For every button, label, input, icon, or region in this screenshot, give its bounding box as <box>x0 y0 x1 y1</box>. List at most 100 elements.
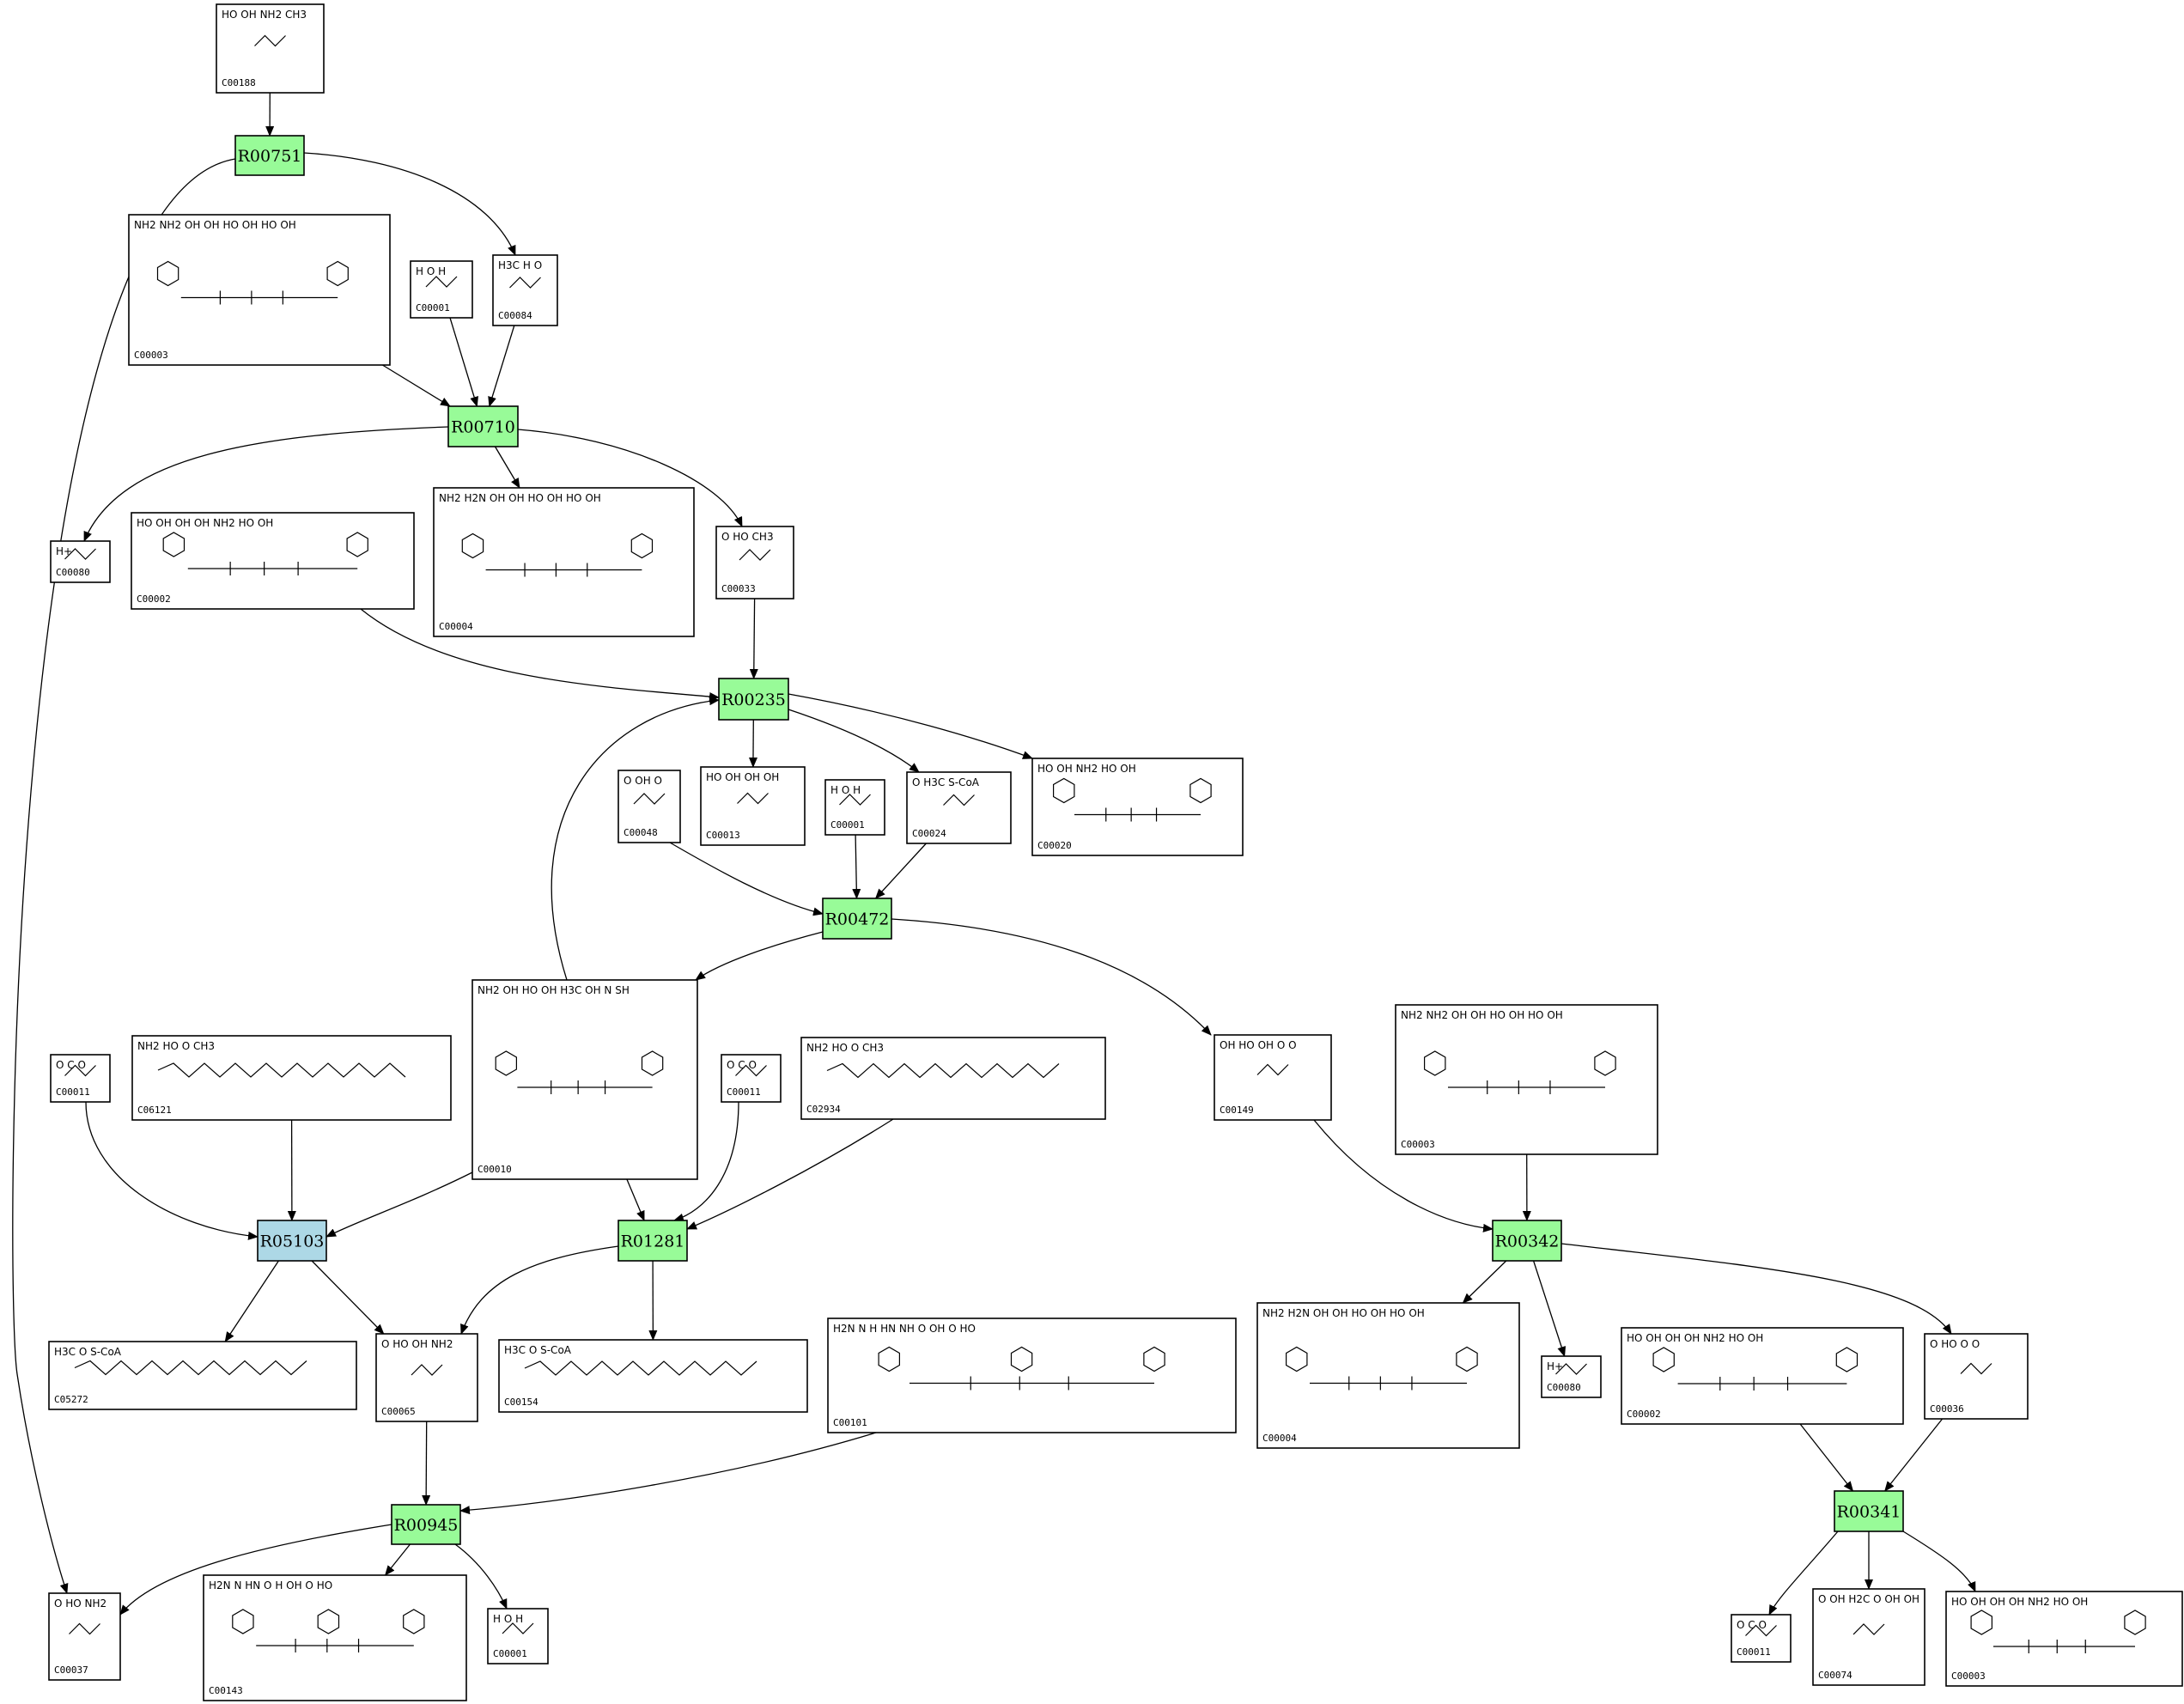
reaction-node[interactable]: R00710 <box>447 405 519 447</box>
reaction-edge <box>1799 1423 1854 1492</box>
structure-icon <box>461 532 654 577</box>
structure-text: H2N N HN O H OH O HO <box>209 1579 332 1591</box>
compound-box <box>906 771 1012 844</box>
structure-icon <box>1423 1050 1616 1094</box>
reaction-edge <box>695 931 824 981</box>
reaction-edge <box>119 1524 392 1616</box>
structure-icon <box>943 794 975 806</box>
structure-icon <box>1960 1362 1992 1375</box>
reaction-edge <box>325 1172 473 1238</box>
compound-id-label: C00101 <box>833 1417 867 1428</box>
reaction-node[interactable]: R00341 <box>1834 1490 1904 1532</box>
compound-box <box>1731 1614 1792 1663</box>
compound-node[interactable]: NH2 OH HO OH H3C OH N SH C00010 <box>471 979 698 1180</box>
compound-box <box>1945 1591 2183 1687</box>
reaction-edge <box>384 1543 411 1576</box>
reaction-box <box>1492 1220 1562 1262</box>
reaction-edge <box>460 1245 619 1335</box>
structure-icon <box>1555 1363 1587 1375</box>
compound-id-label: C02934 <box>806 1104 841 1115</box>
structure-text: H+ <box>1547 1360 1563 1372</box>
compound-id-label: C00149 <box>1220 1105 1254 1116</box>
reaction-box <box>822 898 892 940</box>
reaction-node[interactable]: R00342 <box>1492 1220 1562 1262</box>
reaction-edge <box>852 834 861 899</box>
reaction-node[interactable]: R00945 <box>391 1504 461 1545</box>
reaction-node[interactable]: R05103 <box>257 1220 327 1262</box>
reaction-edge <box>1902 1531 1976 1592</box>
compound-node[interactable]: H+C00080 <box>1541 1355 1602 1398</box>
reaction-node[interactable]: R00235 <box>718 678 789 721</box>
reaction-node[interactable]: R01281 <box>617 1220 688 1262</box>
structure-text: O OH O <box>624 775 662 787</box>
compound-box <box>1214 1034 1332 1121</box>
structure-icon <box>826 1062 1060 1079</box>
compound-box <box>433 487 695 637</box>
compound-box <box>216 3 325 94</box>
compound-box <box>410 260 473 319</box>
compound-node[interactable]: H+C00080 <box>50 540 111 583</box>
reaction-box <box>1834 1490 1904 1532</box>
reaction-id-label: R05103 <box>260 1232 325 1251</box>
structure-icon <box>633 793 666 805</box>
reaction-edge <box>686 1118 894 1230</box>
structure-text: O C O <box>56 1059 86 1071</box>
reaction-edge <box>874 843 927 899</box>
structure-icon <box>157 1062 406 1078</box>
compound-box <box>131 512 415 610</box>
compound-id-label: C00001 <box>493 1648 527 1659</box>
compound-box <box>824 779 885 836</box>
compound-id-label: C00011 <box>1737 1646 1771 1658</box>
structure-icon <box>254 34 286 47</box>
reaction-edge <box>83 426 449 542</box>
compound-id-label: C00010 <box>478 1164 512 1175</box>
reaction-edge <box>1560 1243 1952 1335</box>
compound-id-label: C00188 <box>222 77 256 88</box>
reaction-id-label: R00342 <box>1495 1232 1560 1251</box>
structure-text: H+ <box>56 545 72 557</box>
compound-box <box>715 526 794 599</box>
reaction-node[interactable]: R00751 <box>234 135 305 176</box>
compound-box <box>498 1339 808 1413</box>
reaction-id-label: R00751 <box>238 147 302 166</box>
compound-box <box>617 770 681 843</box>
reaction-edge <box>422 1421 431 1506</box>
reaction-node[interactable]: R00472 <box>822 898 892 940</box>
compound-id-label: C00001 <box>830 819 865 831</box>
reaction-edge <box>551 697 720 981</box>
structure-text: NH2 OH HO OH H3C OH N SH <box>478 984 630 996</box>
structure-icon <box>735 1064 767 1077</box>
